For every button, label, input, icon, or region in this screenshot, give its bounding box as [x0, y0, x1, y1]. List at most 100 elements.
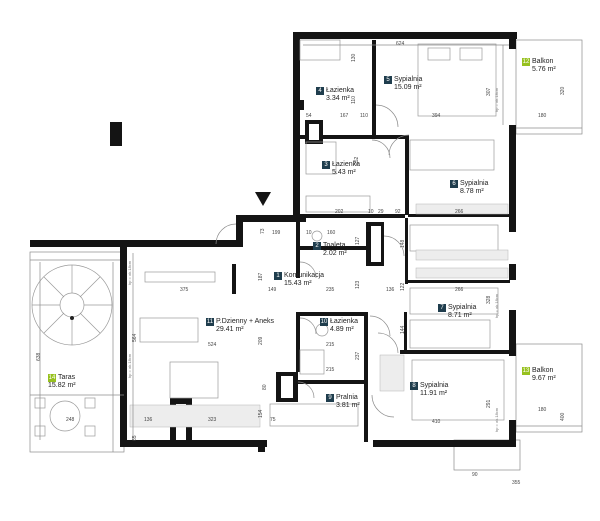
dim-167: 167: [340, 113, 349, 119]
balconies: [453, 39, 583, 471]
dim-180a: 180: [538, 113, 547, 119]
room-13-number: 13: [522, 367, 530, 375]
dim-136a: 136: [386, 287, 395, 293]
window-note-3: hp = ok.18cm: [494, 407, 499, 432]
room-9-number: 9: [326, 394, 334, 402]
dim-237: 237: [355, 351, 361, 360]
dim-564: 564: [132, 333, 138, 342]
dim-375: 375: [180, 287, 189, 293]
dim-355: 355: [512, 480, 521, 486]
outer-walls: [30, 32, 517, 452]
room-4-name: Łazienka: [326, 87, 355, 94]
room-10-number: 10: [320, 318, 328, 326]
dim-130: 130: [351, 53, 357, 62]
window-note-1: hp = ok.18cm: [494, 87, 499, 112]
dim-65: 65: [132, 435, 138, 441]
dim-252: 252: [354, 156, 360, 165]
room-4-area: 3.34 m²: [326, 95, 350, 102]
entrance-arrow: [255, 192, 271, 206]
dim-10b: 10: [306, 230, 312, 236]
room-10-name: Łazienka: [330, 318, 359, 325]
window-note-2: hp = ok.18cm: [494, 293, 499, 318]
room-14-number: 14: [48, 374, 56, 382]
room-12-area: 5.76 m²: [532, 66, 556, 73]
room-12-number: 12: [522, 58, 530, 66]
dim-180b: 180: [538, 407, 547, 413]
dim-202: 202: [335, 209, 344, 215]
dim-638: 638: [36, 352, 42, 361]
dim-54: 54: [306, 113, 312, 119]
dim-410: 410: [432, 419, 441, 425]
room-2-number: 2: [313, 242, 321, 250]
dim-320: 320: [560, 86, 566, 95]
dim-123: 123: [355, 280, 361, 289]
room-13-name: Balkon: [532, 367, 554, 374]
dim-75: 75: [270, 417, 276, 423]
dim-215b: 215: [326, 367, 335, 373]
room-2-name: Toaleta: [323, 242, 346, 249]
room-13-area: 9.67 m²: [532, 375, 556, 382]
dim-323: 323: [208, 417, 217, 423]
room-7-name: Sypialnia: [448, 304, 477, 311]
dim-235: 235: [326, 287, 335, 293]
room-2-area: 2.02 m²: [323, 250, 347, 257]
room-11-name: P.Dzienny + Aneks: [216, 318, 275, 325]
dim-215a: 215: [326, 342, 335, 348]
room-5-name: Sypialnia: [394, 76, 423, 83]
room-7-number: 7: [438, 304, 446, 312]
dim-187: 187: [258, 272, 264, 281]
dim-127: 127: [355, 236, 361, 245]
dim-144: 144: [400, 325, 406, 334]
dim-10a: 10: [368, 209, 374, 215]
room-3-number: 3: [322, 161, 330, 169]
window-notes: hp = ok.18cm hp = ok.18cm hp = ok.18cm h…: [127, 87, 499, 432]
room-10-area: 4.89 m²: [330, 326, 354, 333]
room-8-area: 11.91 m²: [420, 390, 448, 397]
room-9-name: Pralnia: [336, 394, 358, 401]
terrace: [29, 251, 125, 453]
room-3-name: Łazienka: [332, 161, 361, 168]
dimension-lines: [30, 44, 509, 440]
room-9-area: 3.81 m²: [336, 402, 360, 409]
room-5-area: 15.09 m²: [394, 84, 422, 91]
dim-328: 328: [486, 295, 492, 304]
dim-110b: 110: [360, 113, 368, 119]
dim-73: 73: [260, 228, 266, 234]
dim-110a: 110: [351, 96, 357, 104]
room-8-name: Sypialnia: [420, 382, 449, 389]
furniture: [129, 39, 509, 428]
room-3-area: 5.43 m²: [332, 169, 356, 176]
dim-400: 400: [560, 412, 566, 421]
room-1-area: 15.43 m²: [284, 280, 312, 287]
dimension-labels: 624 130 110 54 167 110 394 307 180 320 2…: [36, 41, 566, 486]
room-6-area: 8.78 m²: [460, 188, 484, 195]
dim-199: 199: [272, 230, 281, 236]
dim-266a: 266: [455, 209, 464, 215]
room-12-name: Balkon: [532, 58, 554, 65]
room-1-number: 1: [274, 272, 282, 280]
room-14-area: 15.82 m²: [48, 382, 76, 389]
dim-266b: 266: [455, 287, 464, 293]
dim-248: 248: [66, 417, 75, 423]
room-14-name: Taras: [58, 374, 76, 381]
dim-29: 29: [378, 209, 384, 215]
dim-149: 149: [268, 287, 277, 293]
room-1-name: Komunikacja: [284, 272, 325, 279]
room-5-number: 5: [384, 76, 392, 84]
dim-209: 209: [258, 336, 264, 345]
room-11-number: 11: [206, 318, 214, 326]
room-8-number: 8: [410, 382, 418, 390]
doors: [215, 104, 410, 418]
